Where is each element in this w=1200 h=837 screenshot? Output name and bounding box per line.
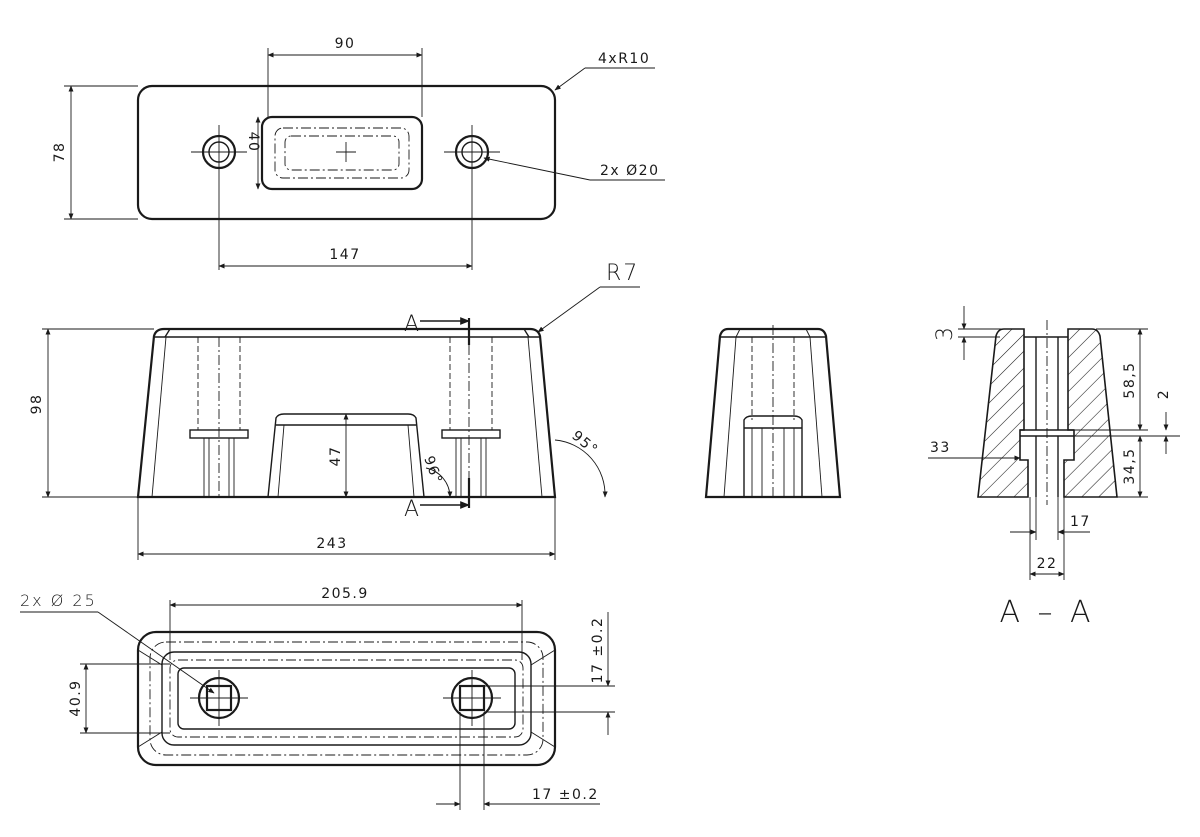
top-view-hole-right: [444, 125, 500, 270]
section-wall-right: [1063, 328, 1118, 498]
bottom-view-boss-right: [443, 670, 501, 726]
dim-bore: 22: [1037, 556, 1058, 572]
dim-angle-outer: 95°: [568, 428, 601, 459]
dim-bosses: 2x Ø 25: [20, 591, 97, 610]
section-title: A – A: [999, 595, 1094, 630]
front-view: A A R7 98 47 96° 95° 243: [29, 261, 640, 560]
dim-top-height: 78: [52, 142, 68, 163]
dim-boss-spacing: 205.9: [321, 586, 369, 602]
dim-square-horizontal: 17 ±0.2: [532, 787, 599, 803]
dim-left: 33: [930, 440, 951, 456]
section-view: 3 58,5 2 34,5 33 17 22 A – A: [928, 306, 1180, 630]
dim-upper: 58,5: [1122, 361, 1138, 398]
side-view-outline: [704, 327, 842, 499]
dim-slot-width: 90: [335, 36, 356, 52]
dim-corner-radius: 4xR10: [598, 51, 650, 67]
section-mark-bottom: A: [404, 497, 421, 522]
bottom-view-boss-left: [190, 670, 248, 726]
top-view-hole-left: [191, 125, 247, 270]
dim-square-vertical: 17 ±0.2: [590, 617, 606, 684]
bottom-view-outline: [136, 630, 557, 767]
top-view-outline: [136, 84, 557, 221]
dim-edge-radius: R7: [606, 261, 639, 286]
dim-bottom-height: 40.9: [68, 679, 84, 716]
dim-front-height: 98: [29, 394, 45, 415]
dim-hole-spacing: 147: [329, 247, 360, 263]
side-view: [704, 325, 842, 500]
dim-top-offset: 3: [933, 325, 958, 341]
top-view: 90 4xR10 78 40 2x Ø20 147: [52, 36, 665, 270]
dim-angle-inner: 96°: [420, 454, 445, 487]
top-view-slot: [260, 115, 424, 191]
dim-inner: 17: [1070, 514, 1091, 530]
top-view-slot-inner: [274, 127, 410, 179]
section-wall-left: [977, 328, 1029, 498]
section-mark-top: A: [404, 312, 421, 337]
dim-gap: 2: [1156, 389, 1172, 399]
dim-slot-height: 40: [245, 132, 261, 153]
dim-length: 243: [316, 536, 347, 552]
dim-lower: 34,5: [1122, 447, 1138, 484]
bottom-view: 2x Ø 25 205.9 40.9 17 ±0.2 17 ±0.2: [20, 586, 615, 810]
dim-inner-height: 47: [328, 446, 344, 467]
dim-holes: 2x Ø20: [600, 163, 659, 179]
front-view-outline: [136, 327, 557, 499]
